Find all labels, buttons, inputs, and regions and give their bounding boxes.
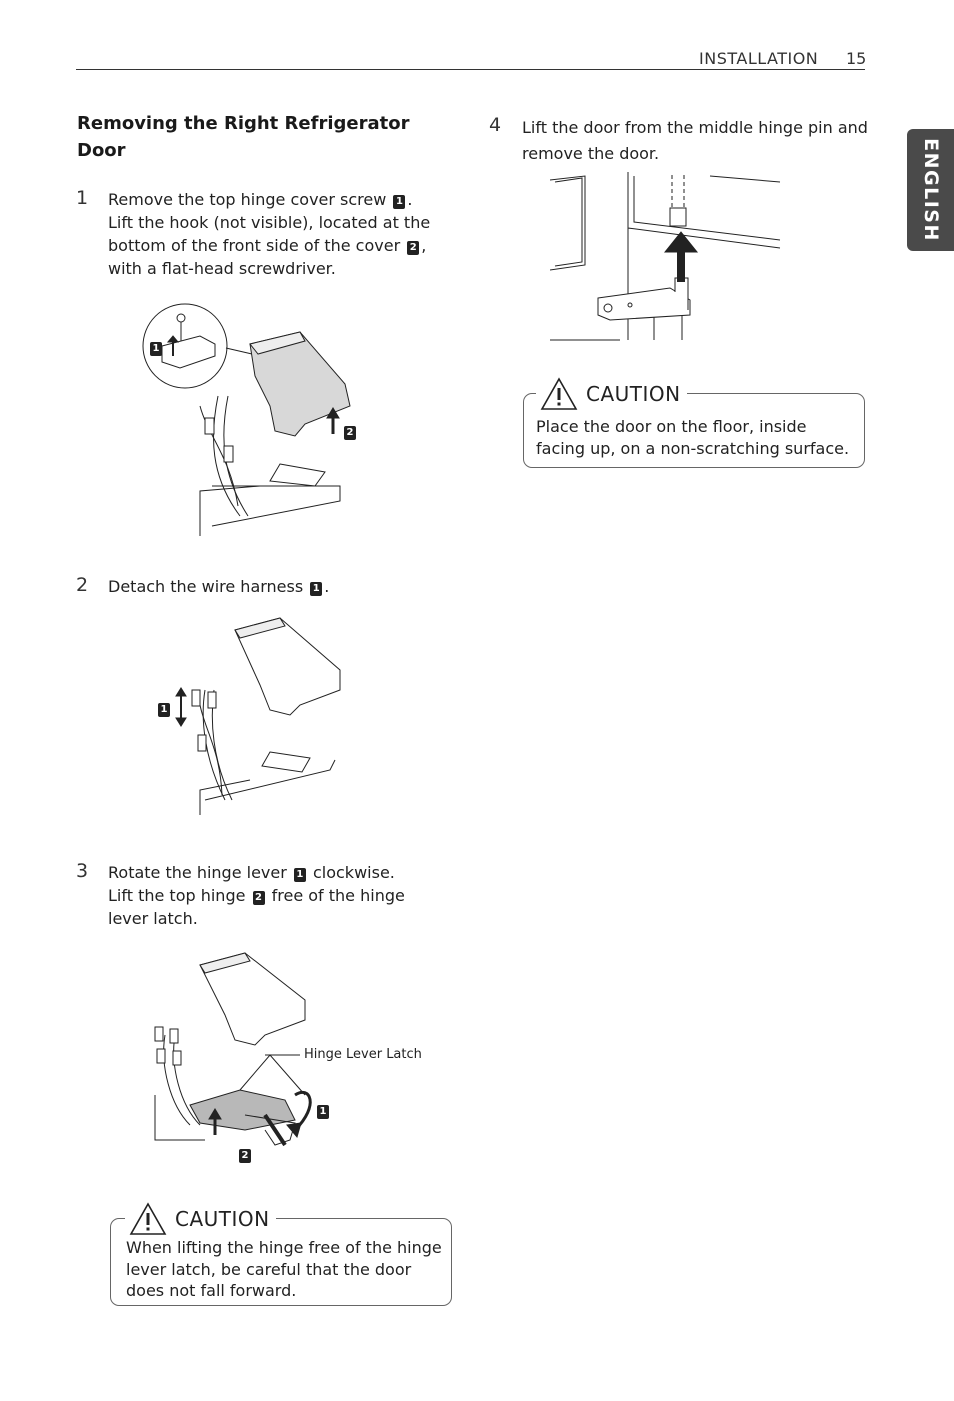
hinge-lever-latch-label: Hinge Lever Latch <box>304 1047 422 1062</box>
step-line: Remove the top hinge cover screw 1. <box>108 188 438 211</box>
warning-icon <box>540 377 578 410</box>
caution-line: lever latch, be careful that the door <box>126 1259 412 1279</box>
step-number: 4 <box>489 114 502 136</box>
page-number: 15 <box>846 49 867 68</box>
step-line-text: Lift the top hinge <box>108 886 251 905</box>
caution-text: When lifting the hinge free of the hinge… <box>126 1237 446 1302</box>
callout-badge: 1 <box>150 342 162 356</box>
caution-text: Place the door on the floor, inside facin… <box>536 416 861 459</box>
figure-lift-door <box>550 170 790 345</box>
step-text: Detach the wire harness 1. <box>108 575 438 598</box>
step-line-text: remove the door. <box>522 144 660 163</box>
step-line-text: Lift the hook (not visible), located at … <box>108 213 431 232</box>
callout-badge: 1 <box>393 195 406 209</box>
callout-badge: 2 <box>344 426 356 440</box>
caution-line: Place the door on the floor, inside <box>536 417 807 436</box>
header-section-title: INSTALLATION <box>699 49 819 68</box>
step-line: remove the door. <box>522 141 872 167</box>
step-text: Remove the top hinge cover screw 1. Lift … <box>108 188 438 280</box>
step-line: Rotate the hinge lever 1 clockwise. <box>108 861 438 884</box>
callout-badge: 2 <box>239 1149 251 1163</box>
warning-icon <box>129 1202 167 1235</box>
step-number: 3 <box>76 860 89 882</box>
step-line: with a flat-head screwdriver. <box>108 257 438 280</box>
section-title: Removing the Right Refrigerator Door <box>77 113 410 161</box>
step-line-text: clockwise. <box>307 863 395 882</box>
caution-header: CAUTION <box>125 1202 276 1236</box>
step-line-text: Remove the top hinge cover screw <box>108 190 392 209</box>
caution-title: CAUTION <box>175 1207 270 1231</box>
step-line: lever latch. <box>108 907 438 930</box>
caution-line: When lifting the hinge free of the hinge <box>126 1238 442 1257</box>
step-line-text: free of the hinge <box>266 886 405 905</box>
figure-rotate-hinge-lever: Hinge Lever Latch 1 2 <box>145 945 435 1175</box>
step-line: Detach the wire harness 1. <box>108 575 438 598</box>
callout-badge: 1 <box>158 703 170 717</box>
figure-detach-wire-harness: 1 <box>150 610 350 815</box>
step-line-text: with a flat-head screwdriver. <box>108 259 336 278</box>
header-divider <box>76 69 865 70</box>
caution-box: CAUTION Place the door on the floor, ins… <box>523 377 865 468</box>
step-line-text: , <box>421 236 427 255</box>
language-tab: ENGLISH <box>907 129 954 251</box>
callout-badge: 2 <box>407 241 420 255</box>
step-line-text: lever latch. <box>108 909 198 928</box>
caution-line: does not fall forward. <box>126 1281 297 1300</box>
step-line: Lift the door from the middle hinge pin … <box>522 115 872 141</box>
callout-badge: 1 <box>310 582 323 596</box>
step-line-text: Lift the door from the middle hinge pin … <box>522 118 868 137</box>
step-line-text: . <box>407 190 413 209</box>
caution-title: CAUTION <box>586 382 681 406</box>
callout-badge: 1 <box>293 868 306 882</box>
step-text: Lift the door from the middle hinge pin … <box>522 115 872 167</box>
step-number: 2 <box>76 574 89 596</box>
step-line-text: Rotate the hinge lever <box>108 863 292 882</box>
step-line-text: bottom of the front side of the cover <box>108 236 406 255</box>
caution-line: facing up, on a non-scratching surface. <box>536 438 850 458</box>
language-tab-label: ENGLISH <box>919 138 942 242</box>
step-line-text: . <box>324 577 330 596</box>
caution-header: CAUTION <box>536 377 687 411</box>
step-line: Lift the hook (not visible), located at … <box>108 211 438 234</box>
step-number: 1 <box>76 187 89 209</box>
figure-remove-hinge-cover: 1 2 <box>140 296 370 536</box>
callout-badge: 1 <box>317 1105 329 1119</box>
step-line: Lift the top hinge 2 free of the hinge <box>108 884 438 907</box>
caution-box: CAUTION When lifting the hinge free of t… <box>110 1202 452 1306</box>
step-line: bottom of the front side of the cover 2, <box>108 234 438 257</box>
callout-badge: 2 <box>252 891 265 905</box>
step-text: Rotate the hinge lever 1 clockwise.Lift … <box>108 861 438 930</box>
step-line-text: Detach the wire harness <box>108 577 309 596</box>
